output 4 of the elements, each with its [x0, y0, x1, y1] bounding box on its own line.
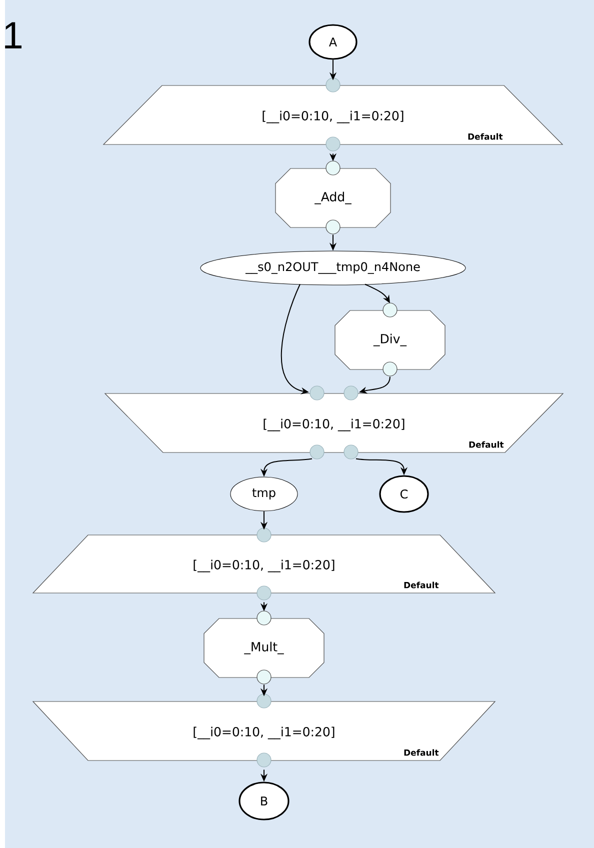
panel-number: 1 — [5, 22, 22, 48]
tasklet-octagon: _Div_ — [334, 310, 446, 370]
tasklet-octagon: _Add_ — [275, 168, 391, 228]
tasklet-octagon: _Mult_ — [204, 618, 324, 678]
